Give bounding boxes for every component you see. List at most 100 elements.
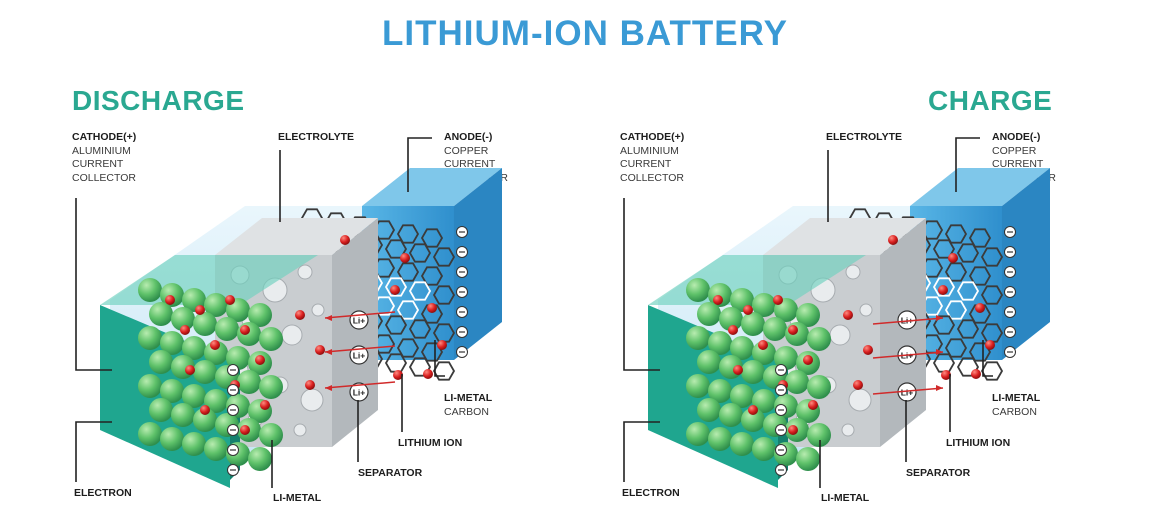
lithium-ion-particle (180, 325, 190, 335)
carbon-hexagon (896, 292, 920, 312)
li-ion-symbol-text: Li+ (901, 316, 914, 326)
separator-pore (845, 264, 861, 280)
carbon-hexagon (908, 273, 932, 293)
carbon-hexagon (300, 208, 324, 228)
carbon-hexagon (944, 338, 968, 358)
electron-circle (775, 444, 787, 456)
cathode-sphere (237, 322, 261, 346)
cathode-sphere (215, 317, 239, 341)
carbon-hexagon (360, 235, 384, 255)
cathode-sphere (182, 384, 206, 408)
carbon-hexagon (944, 224, 968, 244)
charge-electron-label: ELECTRON (622, 487, 680, 499)
carbon-hexagon (908, 349, 932, 369)
cathode-sphere (171, 355, 195, 379)
cathode-sphere (774, 298, 798, 322)
electron-circle (456, 266, 468, 278)
lithium-ion-particle (863, 345, 873, 355)
cathode-sphere (697, 302, 721, 326)
carbon-hexagon (956, 319, 980, 339)
carbon-hexagon (980, 361, 1004, 381)
electron-circle (456, 286, 468, 298)
cathode-sphere (138, 326, 162, 350)
cathode-sphere (785, 370, 809, 394)
cathode-sphere (182, 336, 206, 360)
cathode-sphere (719, 355, 743, 379)
carbon-hexagon (372, 220, 396, 240)
separator-side (332, 218, 378, 447)
carbon-mesh (848, 208, 1004, 381)
carbon-hexagon (944, 300, 968, 320)
discharge-li-metal-bottom-label: LI-METAL (273, 492, 322, 504)
cathode-sphere (160, 379, 184, 403)
carbon-hexagon (968, 266, 992, 286)
lithium-ion-particle (230, 380, 240, 390)
lithium-ion-particle (305, 380, 315, 390)
carbon-hexagon (336, 231, 360, 251)
cathode-sphere (204, 341, 228, 365)
separator-pore (841, 423, 855, 437)
cathode-leader (623, 198, 660, 371)
cathode-sphere (719, 307, 743, 331)
lithium-ion-particle (853, 380, 863, 390)
charge-cathode-label: CATHODE(+) ALUMINIUM CURRENT COLLECTOR (620, 131, 685, 184)
separator-pore (227, 359, 249, 381)
carbon-hexagon (360, 311, 384, 331)
discharge-separator-label: SEPARATOR (358, 467, 423, 479)
electron-circle (775, 404, 787, 416)
cathode-sphere (763, 365, 787, 389)
cathode-sphere (697, 350, 721, 374)
ion-flow-arrow (324, 381, 396, 389)
electron-circle (1004, 346, 1016, 358)
cathode-sphere (752, 341, 776, 365)
carbon-hexagon (348, 330, 372, 350)
separator-pore (300, 388, 324, 412)
carbon-hexagon (896, 330, 920, 350)
cathode-sphere (226, 346, 250, 370)
separator-pore (789, 311, 807, 329)
separator-pore (281, 324, 303, 346)
electron-circle (456, 346, 468, 358)
carbon-hexagon (300, 246, 324, 266)
cathode-sphere (807, 327, 831, 351)
cathode-sphere (697, 398, 721, 422)
lithium-ion-particle (423, 369, 433, 379)
cathode-sphere (193, 312, 217, 336)
lithium-ion-particle (788, 325, 798, 335)
charge-title: CHARGE (928, 85, 1053, 116)
carbon-hexagon (312, 227, 336, 247)
electron-circle (227, 384, 239, 396)
cathode-sphere (796, 351, 820, 375)
lithium-ion-particle (938, 285, 948, 295)
cathode-top (648, 255, 866, 305)
li-ion-symbol-circle (349, 310, 369, 330)
carbon-hexagon (324, 288, 348, 308)
li-ion-symbol-text: Li+ (353, 316, 366, 326)
lithium-ion-particle (185, 365, 195, 375)
carbon-hexagon (956, 243, 980, 263)
li-ion-symbol-circle (897, 382, 917, 402)
carbon-hexagon (360, 349, 384, 369)
li-metal-carbon-leader (434, 340, 445, 377)
electron-circle (227, 444, 239, 456)
lithium-ion-particle (803, 355, 813, 365)
cathode-sphere (763, 317, 787, 341)
carbon-hexagon (396, 262, 420, 282)
cathode-sphere (259, 375, 283, 399)
cathode-sphere (149, 302, 173, 326)
separator-pore (810, 277, 836, 303)
anode-body (362, 206, 454, 360)
cathode-sphere (226, 298, 250, 322)
carbon-hexagon (980, 247, 1004, 267)
carbon-hexagon (384, 315, 408, 335)
carbon-hexagon (348, 254, 372, 274)
discharge-li-metal-carbon-label: LI-METAL CARBON (444, 392, 493, 418)
electron-circle (227, 424, 239, 436)
electron-circle (227, 404, 239, 416)
cathode-sphere (138, 278, 162, 302)
cathode-sphere (730, 384, 754, 408)
carbon-hexagon (860, 227, 884, 247)
cathode-sphere (796, 399, 820, 423)
separator-pore (778, 265, 798, 285)
anode-leader (407, 137, 432, 192)
